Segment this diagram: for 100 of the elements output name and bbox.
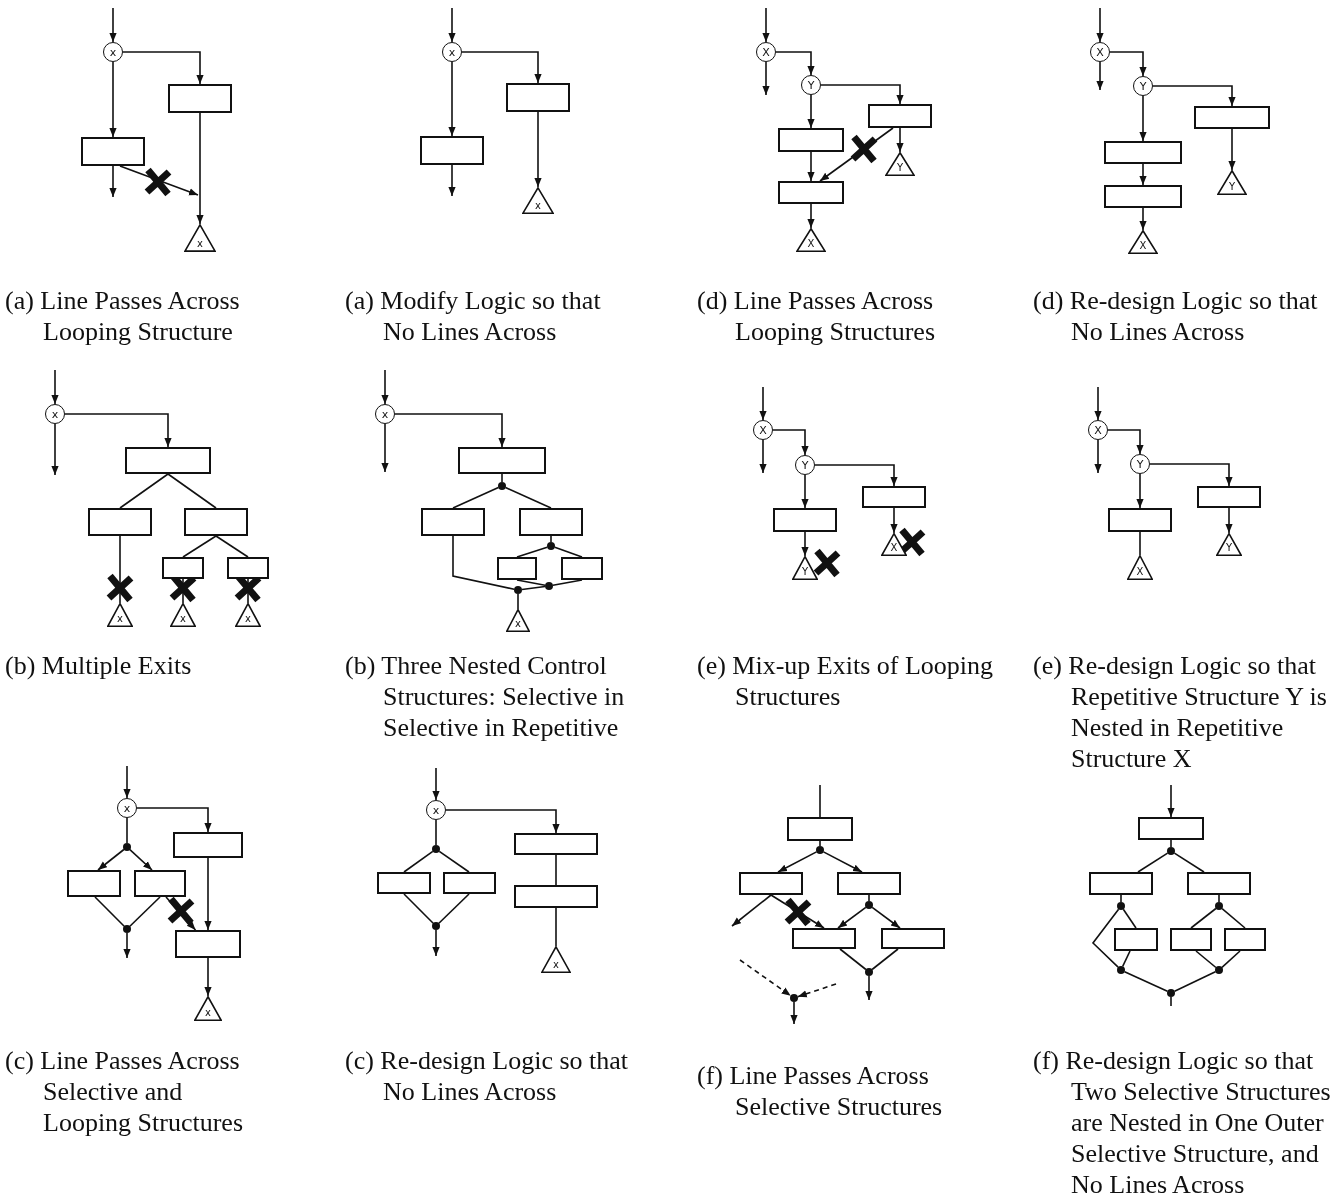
arrow: [109, 61, 117, 138]
junction-dot: [123, 843, 131, 851]
arrow: [775, 51, 815, 76]
arrow: [814, 464, 898, 487]
arrow: [807, 151, 815, 182]
arrow: [129, 848, 153, 871]
arrow: [204, 957, 212, 997]
connector-line: [182, 535, 217, 558]
loop-circle: x: [103, 42, 123, 62]
arrow: [890, 507, 898, 534]
junction-dot: [1117, 966, 1125, 974]
arrow: [51, 369, 59, 405]
loop-circle: Y: [795, 455, 815, 475]
arrow: [739, 959, 792, 997]
connector-line: [452, 486, 500, 509]
exit-triangle: X: [1128, 230, 1158, 254]
process-box: [81, 137, 145, 166]
process-box: [787, 817, 853, 841]
junction-dot: [547, 542, 555, 550]
process-box: [837, 872, 901, 895]
junction-dot: [1167, 989, 1175, 997]
process-box: [514, 885, 598, 908]
process-box: [184, 508, 248, 536]
caption: (d) Line Passes Across Looping Structures: [697, 285, 937, 347]
junction-dot: [498, 482, 506, 490]
process-box: [739, 872, 803, 895]
connector-line: [1190, 907, 1217, 929]
connector-line: [438, 850, 470, 873]
arrow: [896, 127, 904, 153]
junction-dot: [1215, 966, 1223, 974]
process-box: [1197, 486, 1261, 508]
arrow: [381, 423, 389, 473]
connector-line: [119, 535, 121, 604]
connector-line: [550, 535, 552, 543]
connector-line: [215, 535, 249, 558]
process-box: [175, 930, 241, 958]
arrow: [759, 386, 767, 421]
process-box: [377, 872, 431, 894]
loop-circle: Y: [801, 75, 821, 95]
connector-line: [1221, 950, 1241, 969]
arrow: [1094, 439, 1102, 474]
junction-dot: [1167, 847, 1175, 855]
arrow: [1096, 7, 1104, 43]
process-box: [514, 833, 598, 855]
connector-line: [839, 948, 867, 971]
arrow: [432, 929, 440, 957]
connector-line: [871, 948, 899, 971]
connector-line: [504, 486, 552, 509]
exit-triangle: x: [235, 603, 261, 627]
junction-dot: [865, 968, 873, 976]
process-box: [862, 486, 926, 508]
loop-circle: X: [756, 42, 776, 62]
arrow: [822, 851, 863, 873]
arrow: [1109, 51, 1147, 77]
arrow: [790, 1001, 798, 1025]
process-box: [443, 872, 496, 894]
arrow: [1167, 784, 1175, 818]
arrow: [1136, 473, 1144, 509]
junction-dot: [1215, 902, 1223, 910]
arrow: [448, 7, 456, 43]
arrow: [807, 94, 815, 129]
loop-circle: Y: [1133, 76, 1153, 96]
connector-line: [452, 535, 515, 590]
process-box: [1104, 185, 1182, 208]
connector-line: [182, 578, 184, 604]
connector-line: [555, 854, 557, 886]
exit-triangle: Y: [885, 152, 915, 176]
arrow: [136, 807, 212, 833]
junction-dot: [816, 846, 824, 854]
arrow: [432, 767, 440, 801]
junction-dot: [1117, 902, 1125, 910]
arrow: [448, 164, 456, 197]
connector-line: [868, 894, 870, 902]
process-box: [1194, 106, 1270, 129]
arrow: [801, 474, 809, 509]
arrow: [109, 165, 117, 198]
caption: (c) Re-design Logic so that No Lines Across: [345, 1045, 630, 1107]
caption: (f) Line Passes Across Selective Structures: [697, 1060, 944, 1122]
process-box: [519, 508, 583, 536]
exit-triangle: X: [1127, 555, 1153, 580]
arrow: [819, 127, 894, 182]
caption: (d) Re-design Logic so that No Lines Across: [1033, 285, 1319, 347]
process-box: [561, 557, 603, 580]
arrow: [1152, 85, 1236, 107]
connector-line: [129, 896, 161, 927]
connector-line: [819, 840, 821, 847]
loop-circle: X: [1088, 420, 1108, 440]
process-box: [1224, 928, 1266, 951]
arrow: [196, 112, 204, 225]
connector-line: [167, 473, 217, 509]
connector-line: [1221, 907, 1246, 929]
process-box: [1138, 817, 1204, 840]
process-box: [1187, 872, 1251, 895]
connector-line: [819, 784, 821, 818]
connector-line: [438, 893, 470, 924]
arrow: [1225, 507, 1233, 534]
exit-triangle: X: [796, 228, 826, 252]
loop-circle: x: [426, 800, 446, 820]
arrow: [871, 906, 901, 929]
arrow: [820, 84, 904, 105]
